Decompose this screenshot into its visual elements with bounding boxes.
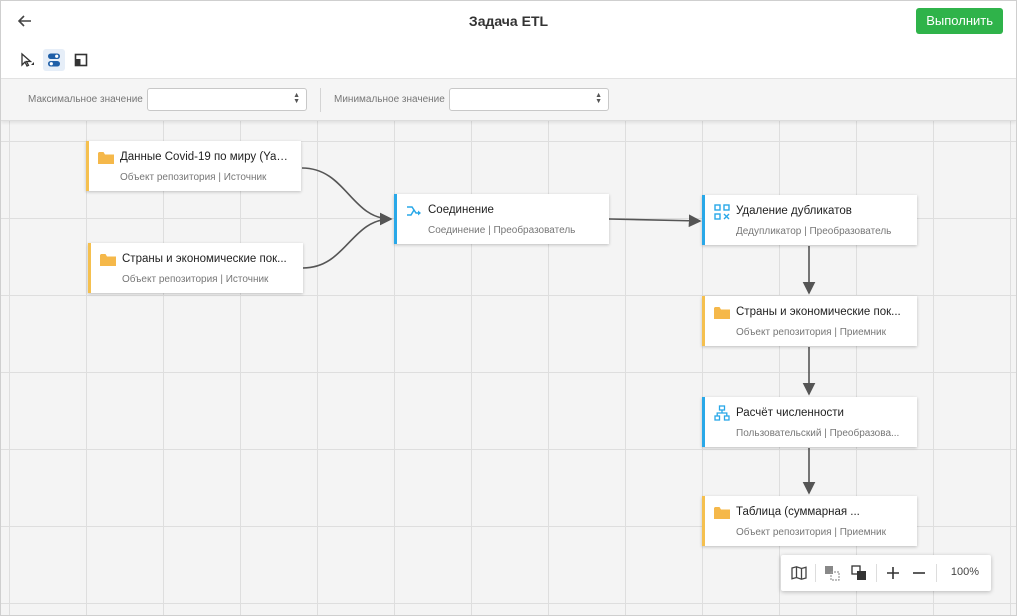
- folder-icon: [98, 152, 114, 164]
- connect-tool-button[interactable]: [43, 49, 65, 71]
- edge-n1-n3: [301, 167, 393, 226]
- node-subtitle: Соединение | Преобразователь: [428, 225, 576, 236]
- hierarchy-icon: [714, 405, 730, 421]
- node-title: Таблица (суммарная ...: [736, 506, 860, 518]
- zoom-divider: [876, 564, 877, 582]
- page-title: Задача ETL: [468, 13, 549, 29]
- back-button[interactable]: [15, 11, 35, 31]
- node-title: Страны и экономические пок...: [736, 306, 901, 318]
- bring-front-icon: [851, 565, 866, 580]
- node-covid-source[interactable]: Данные Covid-19 по миру (Yan... Объект р…: [86, 141, 301, 191]
- node-subtitle: Объект репозитория | Источник: [122, 274, 269, 285]
- dedupe-icon: [714, 204, 730, 220]
- folder-icon: [100, 254, 116, 266]
- zoom-divider: [936, 564, 937, 582]
- node-title: Удаление дубликатов: [736, 205, 852, 217]
- zoom-out-button[interactable]: [909, 563, 929, 583]
- send-back-button[interactable]: [822, 563, 842, 583]
- zoom-toolbar: 100%: [781, 555, 991, 591]
- frame-tool-button[interactable]: [70, 49, 92, 71]
- filter-bar: Максимальное значение ▲▼ Минимальное зна…: [1, 79, 1016, 121]
- bring-front-button[interactable]: [849, 563, 869, 583]
- edge-n3-n4: [608, 214, 702, 228]
- node-countries-source[interactable]: Страны и экономические пок... Объект реп…: [88, 243, 303, 293]
- node-subtitle: Объект репозитория | Приемник: [736, 527, 886, 538]
- node-title: Страны и экономические пок...: [122, 253, 287, 265]
- min-value-label: Минимальное значение: [334, 94, 445, 105]
- minus-icon: [913, 572, 925, 574]
- zoom-level[interactable]: 100%: [950, 566, 979, 578]
- node-title: Расчёт численности: [736, 407, 844, 419]
- min-value-select[interactable]: ▲▼: [449, 88, 609, 111]
- arrow-left-icon: [18, 15, 31, 27]
- node-countries-target[interactable]: Страны и экономические пок... Объект реп…: [702, 296, 917, 346]
- run-button[interactable]: Выполнить: [916, 8, 1003, 34]
- workflow-canvas[interactable]: Данные Covid-19 по миру (Yan... Объект р…: [1, 121, 1016, 615]
- node-subtitle: Объект репозитория | Источник: [120, 172, 267, 183]
- minimap-button[interactable]: [789, 563, 809, 583]
- frame-icon: [74, 53, 88, 67]
- node-join[interactable]: Соединение Соединение | Преобразователь: [394, 194, 609, 244]
- cursor-icon: [21, 52, 34, 67]
- header: Задача ETL Выполнить: [1, 1, 1016, 79]
- node-summary-table[interactable]: Таблица (суммарная ... Объект репозитори…: [702, 496, 917, 546]
- send-back-icon: [825, 566, 840, 581]
- max-value-select[interactable]: ▲▼: [147, 88, 307, 111]
- spinner-arrows-icon: ▲▼: [293, 92, 300, 105]
- max-value-label: Максимальное значение: [28, 94, 143, 105]
- node-subtitle: Пользовательский | Преобразова...: [736, 428, 900, 439]
- zoom-in-button[interactable]: [883, 563, 903, 583]
- plus-icon: [887, 567, 899, 579]
- join-icon: [407, 206, 421, 216]
- node-title: Соединение: [428, 204, 494, 216]
- node-dedupe[interactable]: Удаление дубликатов Дедупликатор | Преоб…: [702, 195, 917, 245]
- spinner-arrows-icon: ▲▼: [595, 92, 602, 105]
- map-icon: [791, 566, 807, 580]
- node-subtitle: Объект репозитория | Приемник: [736, 327, 886, 338]
- filter-divider: [320, 88, 321, 112]
- node-subtitle: Дедупликатор | Преобразователь: [736, 226, 892, 237]
- toggle-icon: [48, 53, 60, 67]
- folder-icon: [714, 507, 730, 519]
- select-tool-button[interactable]: [16, 49, 38, 71]
- zoom-divider: [815, 564, 816, 582]
- node-population-calc[interactable]: Расчёт численности Пользовательский | Пр…: [702, 397, 917, 447]
- edge-n2-n3: [302, 212, 393, 269]
- node-title: Данные Covid-19 по миру (Yan...: [120, 151, 292, 163]
- connections-layer: [301, 167, 816, 495]
- folder-icon: [714, 307, 730, 319]
